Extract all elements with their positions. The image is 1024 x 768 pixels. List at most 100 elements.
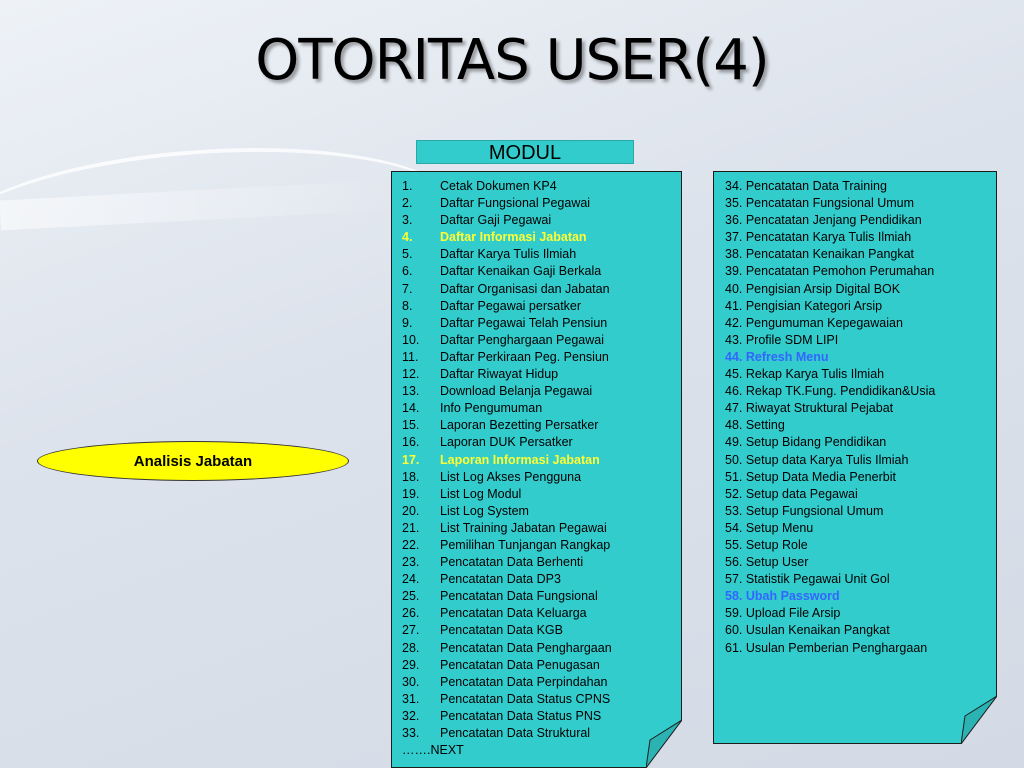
module-item: 5.Daftar Karya Tulis Ilmiah: [402, 246, 677, 263]
module-item: 60. Usulan Kenaikan Pangkat: [725, 623, 890, 638]
module-item: 2. Daftar Fungsional Pegawai: [402, 195, 677, 212]
module-item-label: Pencatatan Data Keluarga: [440, 606, 587, 621]
module-item: 29.Pencatatan Data Penugasan: [402, 657, 677, 674]
module-item: 15.Laporan Bezetting Persatker: [402, 417, 677, 434]
modul-header: MODUL: [416, 140, 634, 164]
module-item: 41. Pengisian Kategori Arsip: [725, 298, 883, 313]
module-item-label: Daftar Riwayat Hidup: [440, 367, 559, 382]
module-item-number: 18.: [402, 469, 420, 484]
module-item: 33. Pencatatan Data Struktural: [402, 725, 677, 742]
module-item-label: List Log Modul: [440, 486, 522, 501]
module-item-number: 9.: [402, 315, 413, 330]
module-item-number: 19.: [402, 486, 420, 501]
module-item-label: Pencatatan Data Penugasan: [440, 657, 600, 672]
module-item: 11. Daftar Perkiraan Peg. Pensiun: [402, 349, 677, 366]
module-list-card-right: 34. Pencatatan Data Training 35. Pencatat…: [713, 171, 997, 744]
module-item: 14.Info Pengumuman: [402, 400, 677, 417]
module-item: 55. Setup Role: [725, 537, 808, 552]
module-item: 40. Pengisian Arsip Digital BOK: [725, 281, 901, 296]
module-item: 13. Download Belanja Pegawai: [402, 383, 677, 400]
module-item: 53. Setup Fungsional Umum: [725, 503, 884, 518]
module-item: 16. Laporan DUK Persatker: [402, 434, 677, 451]
module-item-label: Daftar Organisasi dan Jabatan: [440, 281, 610, 296]
module-item-label: Pencatatan Data Berhenti: [440, 555, 584, 570]
module-item: 12. Daftar Riwayat Hidup: [402, 366, 677, 383]
module-item-label: Laporan DUK Persatker: [440, 435, 573, 450]
module-item-number: 12.: [402, 367, 420, 382]
module-item: 34. Pencatatan Data Training: [725, 179, 887, 193]
module-list-card-left: 1. Cetak Dokumen KP4 2. Daftar Fungsional P…: [391, 171, 682, 768]
module-item: 21. List Training Jabatan Pegawai: [402, 520, 677, 537]
module-item: 38. Pencatatan Kenaikan Pangkat: [725, 247, 915, 262]
module-item: 44. Refresh Menu: [725, 349, 829, 364]
module-item-label: Download Belanja Pegawai: [440, 384, 593, 399]
module-item-label: List Training Jabatan Pegawai: [440, 520, 607, 535]
module-item: 52. Setup data Pegawai: [725, 486, 858, 501]
module-item: 30. Pencatatan Data Perpindahan: [402, 674, 677, 691]
module-item-label: Daftar Karya Tulis Ilmiah: [440, 247, 577, 262]
module-item-label: Pencatatan Data KGB: [440, 623, 563, 638]
module-item: 20.List Log System: [402, 503, 677, 520]
module-item: 27. Pencatatan Data KGB: [402, 622, 677, 639]
module-item-number: 21.: [402, 520, 420, 535]
module-item-number: 8.: [402, 298, 413, 313]
module-item-number: 3.: [402, 213, 413, 228]
module-item-label: Laporan Bezetting Persatker: [440, 418, 599, 433]
module-item: 4.Daftar Informasi Jabatan: [402, 229, 677, 246]
module-item-number: 33.: [402, 726, 420, 740]
module-item: 54. Setup Menu: [725, 520, 814, 535]
module-item-label: List Log System: [440, 503, 529, 518]
module-item-number: 13.: [402, 384, 420, 399]
module-item: 26. Pencatatan Data Keluarga: [402, 605, 677, 622]
module-item-number: 7.: [402, 281, 413, 296]
module-item: 56. Setup User: [725, 555, 809, 570]
module-item: 32. Pencatatan Data Status PNS: [402, 708, 677, 725]
module-item: 42. Pengumuman Kepegawaian: [725, 315, 903, 330]
module-list-left: 1. Cetak Dokumen KP4 2. Daftar Fungsional P…: [402, 178, 677, 759]
module-item-label: Daftar Kenaikan Gaji Berkala: [440, 264, 602, 279]
page-fold-left: [646, 720, 682, 768]
module-item-label: Pencatatan Data Perpindahan: [440, 674, 608, 689]
module-item-label: Daftar Pegawai Telah Pensiun: [440, 315, 608, 330]
module-item-number: 30.: [402, 674, 420, 689]
module-item-label: Daftar Fungsional Pegawai: [440, 196, 591, 211]
module-item-number: 16.: [402, 435, 420, 450]
module-item: 18. List Log Akses Pengguna: [402, 469, 677, 486]
module-item: 24.Pencatatan Data DP3: [402, 571, 677, 588]
module-item: 7. Daftar Organisasi dan Jabatan: [402, 281, 677, 298]
module-item-number: 25.: [402, 589, 420, 604]
module-item-label: Daftar Perkiraan Peg. Pensiun: [440, 349, 609, 364]
slide-title: OTORITAS USER(4): [255, 28, 769, 93]
module-item: 48. Setting: [725, 418, 785, 433]
module-item-number: 1.: [402, 179, 413, 193]
module-item-number: 17.: [402, 452, 420, 467]
module-item-label: Pencatatan Data Penghargaan: [440, 640, 612, 655]
module-list-right: 34. Pencatatan Data Training 35. Pencatat…: [725, 178, 993, 657]
module-item-label: List Log Akses Pengguna: [440, 469, 582, 484]
module-item-number: 26.: [402, 606, 420, 621]
module-item-label: Cetak Dokumen KP4: [440, 179, 557, 193]
module-item-number: 11.: [402, 349, 419, 364]
module-item: 39. Pencatatan Pemohon Perumahan: [725, 264, 935, 279]
module-item-number: 22.: [402, 537, 420, 552]
module-item-number: 32.: [402, 708, 420, 723]
module-item-number: 6.: [402, 264, 413, 279]
module-item-label: Pencatatan Data Status PNS: [440, 708, 602, 723]
module-item: 31.Pencatatan Data Status CPNS: [402, 691, 677, 708]
module-item-label: Daftar Informasi Jabatan: [440, 230, 587, 245]
module-item: 46. Rekap TK.Fung. Pendidikan&Usia: [725, 384, 936, 399]
module-item-label: Pemilihan Tunjangan Rangkap: [440, 537, 611, 552]
module-item: 28.Pencatatan Data Penghargaan: [402, 640, 677, 657]
module-item: 19. List Log Modul: [402, 486, 677, 503]
module-item-number: 27.: [402, 623, 420, 638]
module-item: 35. Pencatatan Fungsional Umum: [725, 196, 914, 211]
module-item: 10.Daftar Penghargaan Pegawai: [402, 332, 677, 349]
module-item-label: Pencatatan Data Struktural: [440, 726, 591, 740]
module-item-number: 2.: [402, 196, 413, 211]
module-item: 45. Rekap Karya Tulis Ilmiah: [725, 367, 885, 382]
module-item-label: Daftar Pegawai persatker: [440, 298, 582, 313]
module-item: 43. Profile SDM LIPI: [725, 332, 839, 347]
module-item-number: 31.: [402, 691, 420, 706]
module-item: 47. Riwayat Struktural Pejabat: [725, 401, 894, 416]
module-item-number: 14.: [402, 401, 420, 416]
